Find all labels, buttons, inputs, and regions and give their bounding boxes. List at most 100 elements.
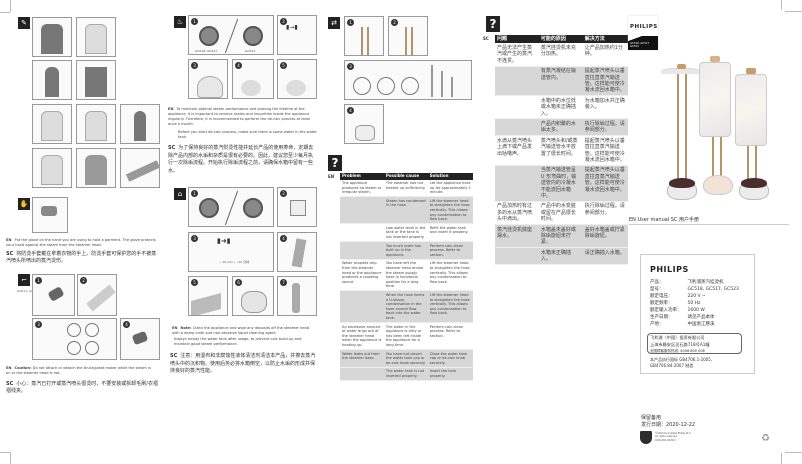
spec-row: 额定输入功率：1600 W xyxy=(650,308,705,313)
figure-storage-step-4: 4 xyxy=(344,104,384,144)
standard-text: 本产品执行国标 GB4706.1-2005, GB4706.84-2007 制造 xyxy=(650,357,713,368)
archive-note: 保留备用 发行日期：2020-12-22 xyxy=(641,415,696,428)
lang-label-en: EN xyxy=(328,174,335,179)
figure-steam-trousers xyxy=(120,104,160,144)
recycle-icon: ♻ xyxy=(761,433,770,444)
figure-clean-step-5: 5 xyxy=(188,276,228,316)
table-row: Steam has condensed in the hose.Lift the… xyxy=(340,196,473,225)
spec-label: PHILIPS 产品：飞利浦蒸汽挂烫机 型号：GC518, GC517, GC5… xyxy=(640,254,755,374)
table-row: 产品加热时有过多的水从蒸汽喷头中滴出。产品中的水变脏或留在产品很长时间。执行除垢… xyxy=(495,201,628,226)
figure-glove xyxy=(32,197,68,233)
troubleshooting-table-sc: 问题 可能的原因 解决方法 产品无法产生蒸汽或产生的蒸汽不连贯。蒸汽挂烫机未充分… xyxy=(495,35,628,266)
figure-storage-step-2: 2 xyxy=(388,16,428,56)
col-problem: Problem xyxy=(340,173,384,180)
table-row: 有蒸汽凝结在输送管内。提起蒸汽喷头以垂直拉直蒸汽输送管。这样能可使冷凝水流回水箱… xyxy=(495,66,628,97)
spec-row: 额定电压：220 V ~ xyxy=(650,294,706,299)
manual-title: EN User manual SC 用户手册 xyxy=(629,216,789,225)
figure-brush-step-1: 1 xyxy=(32,274,75,316)
figure-steam-pocket xyxy=(32,148,72,188)
page-cover: PHILIPS GC518, GC517 GC523 EN User manua… xyxy=(615,0,802,464)
table-row: 当蒸汽输送管呈 U 形弯曲时，输送管内的冷凝水不能流回水箱中。提起蒸汽喷头以垂直… xyxy=(495,165,628,202)
figure-descale-step-4: 4 xyxy=(232,59,274,99)
table-row: Too much scale has built up in the appli… xyxy=(340,241,473,260)
figure-dress xyxy=(32,60,72,100)
table-row: 产品无法产生蒸汽或产生的蒸汽不连贯。蒸汽挂烫机未充分加热。让产品加热约1分钟。 xyxy=(495,43,628,67)
table-row: 蒸汽挂烫机底座漏水。水箱盖未盖好或除垢旋钮未拧紧。盖好水箱盖或拧紧除垢旋钮。 xyxy=(495,224,628,249)
cleaning-icon: ⌂ xyxy=(174,188,186,200)
table-row: Water leaks out from the steamer base.Yo… xyxy=(340,349,473,368)
col-solution: Solution xyxy=(427,173,473,180)
figure-trousers xyxy=(76,60,116,100)
model-badge xyxy=(628,36,658,50)
table-row: The water tank is not inserted properly.… xyxy=(340,367,473,381)
philips-logo-back: PHILIPS xyxy=(650,265,689,274)
cover-logo-badge: PHILIPS GC518, GC517 GC523 xyxy=(628,16,658,50)
figure-descale-step-3: 3 xyxy=(188,59,228,99)
figure-brush-step-3: 3 xyxy=(32,318,117,360)
spec-row: 产地：中国浙江慈溪 xyxy=(650,322,715,327)
lang-label-sc: SC xyxy=(483,36,489,41)
garment-type-icon: ✎ xyxy=(18,17,30,29)
table-row: 水箱未正确插入。请正确插入水箱。 xyxy=(495,247,628,266)
col-problem-sc: 问题 xyxy=(495,35,539,44)
col-cause: Possible cause xyxy=(383,173,428,180)
troubleshooting-icon-sc: ? xyxy=(486,16,500,32)
figure-clean-step-3: 3 ▮➜▮ ~ 10 min / ~10 分钟 xyxy=(188,232,274,272)
descale-icon: ♨ xyxy=(174,16,186,28)
troubleshooting-table-en: Problem Possible cause Solution The appl… xyxy=(340,173,473,381)
company-box: 飞利浦（中国）投资有限公司 上海市静安区灵石路718号A1幢 全国顾客服务热线:… xyxy=(647,333,742,354)
table-row: When the hose forms a U-shape, condensat… xyxy=(340,290,473,324)
spec-row: 生产日期：请见产品本体 xyxy=(650,315,715,320)
figure-descale-step-1: 1 GC518, GC517 GC523 xyxy=(188,15,274,55)
col-cause-sc: 可能的原因 xyxy=(538,35,583,44)
table-row: Low water level in the tank or the tank … xyxy=(340,223,473,243)
figure-shirt-dark xyxy=(32,17,72,57)
figure-brush-step-4: 4 xyxy=(120,318,160,360)
descale-text-en-2: Before you start de-calc process, make s… xyxy=(178,130,317,139)
figure-clean-step-2: 2 xyxy=(277,187,317,227)
philips-shield-icon xyxy=(640,431,652,444)
spec-row: 型号：GC518, GC517, GC523 xyxy=(650,287,739,292)
product-image-steamers xyxy=(655,50,775,210)
figure-steam-collar xyxy=(32,104,72,144)
figure-clean-step-4: 4 xyxy=(277,232,317,272)
table-row: 水箱中的水位低或水箱未正确插入。为水箱加水并正确装入。 xyxy=(495,95,628,120)
models-label: GC517, GC523 xyxy=(17,289,40,293)
page-troubleshooting-sc: ? SC 问题 可能的原因 解决方法 产品无法产生蒸汽或产生的蒸汽不连贯。蒸汽挂… xyxy=(480,0,628,464)
table-row: An excessive amount of water drips out o… xyxy=(340,322,473,350)
table-row: 水滴从蒸汽喷头上滴下或产品发出咕噜声。蒸汽喷头和/或蒸汽输送管水平放置了很长时间… xyxy=(495,135,628,166)
philips-logo: PHILIPS xyxy=(630,24,658,30)
storage-icon: ⇄ xyxy=(328,17,340,29)
brush-icon: ⌐ xyxy=(18,274,30,286)
figure-clean-step-6: 6 xyxy=(232,276,274,316)
page-storage-troubleshooting-en: ⇄ 1 2 3 4 ? EN Problem Possible cause So… xyxy=(320,0,480,464)
figure-steam-shoulders xyxy=(76,104,116,144)
col-solution-sc: 解决方法 xyxy=(582,35,628,44)
spec-row: 额定频率：50 Hz xyxy=(650,301,701,306)
spec-table: 产品：飞利浦蒸汽挂烫机 型号：GC518, GC517, GC523 额定电压：… xyxy=(650,279,745,328)
figure-storage-step-1: 1 xyxy=(344,16,384,56)
copyright: ©2020 Koninklijke Philips N.V. All right… xyxy=(655,432,691,442)
table-row: Water droplets drip from the steamer hea… xyxy=(340,259,473,292)
table-row: The appliance produces no steam or irreg… xyxy=(340,179,473,198)
figure-descale-step-5: 5 xyxy=(277,59,317,99)
spec-row: 产品：飞利浦蒸汽挂烫机 xyxy=(650,280,724,285)
figure-descale-step-2: 2▮→▮ xyxy=(277,15,317,55)
figure-brush-step-2: 2 xyxy=(77,274,117,316)
figure-steam-sleeve xyxy=(120,148,160,188)
figure-storage-step-3: 3 xyxy=(344,60,472,100)
figure-steam-lining xyxy=(76,148,116,188)
glove-icon: ✋ xyxy=(18,198,30,210)
table-row: 产品内积聚的水垢太多。执行除垢过程。请参阅部分。 xyxy=(495,118,628,137)
troubleshooting-icon: ? xyxy=(328,155,342,171)
